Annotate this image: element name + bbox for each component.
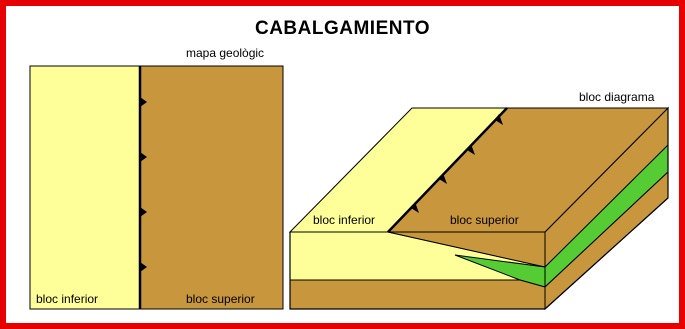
map-lower-label: bloc inferior — [36, 292, 99, 306]
block-thrust-tooth — [439, 173, 447, 184]
block-lower-label: bloc inferior — [313, 213, 376, 227]
map-lower-block — [29, 65, 141, 310]
block-outline — [289, 108, 669, 310]
map-thrust-tooth — [140, 207, 147, 217]
block-thrust-tooth — [411, 202, 419, 213]
block-diagram — [288, 106, 670, 311]
block-front-upper — [387, 231, 546, 268]
map-upper-block — [139, 65, 284, 310]
map-thrust-tooth — [140, 97, 147, 107]
geologic-map — [29, 65, 284, 310]
block-thrust-tooth — [495, 114, 503, 125]
map-caption: mapa geològic — [186, 46, 265, 60]
block-caption: bloc diagrama — [579, 90, 655, 104]
block-upper-label: bloc superior — [450, 213, 519, 227]
map-thrust-tooth — [140, 262, 147, 272]
block-front-base — [289, 279, 546, 310]
map-thrust-tooth — [140, 152, 147, 162]
diagram-title: CABALGAMIENTO — [254, 18, 431, 39]
map-upper-label: bloc superior — [186, 292, 255, 306]
block-thrust-tooth — [467, 144, 475, 155]
block-thrust-line — [387, 107, 508, 233]
